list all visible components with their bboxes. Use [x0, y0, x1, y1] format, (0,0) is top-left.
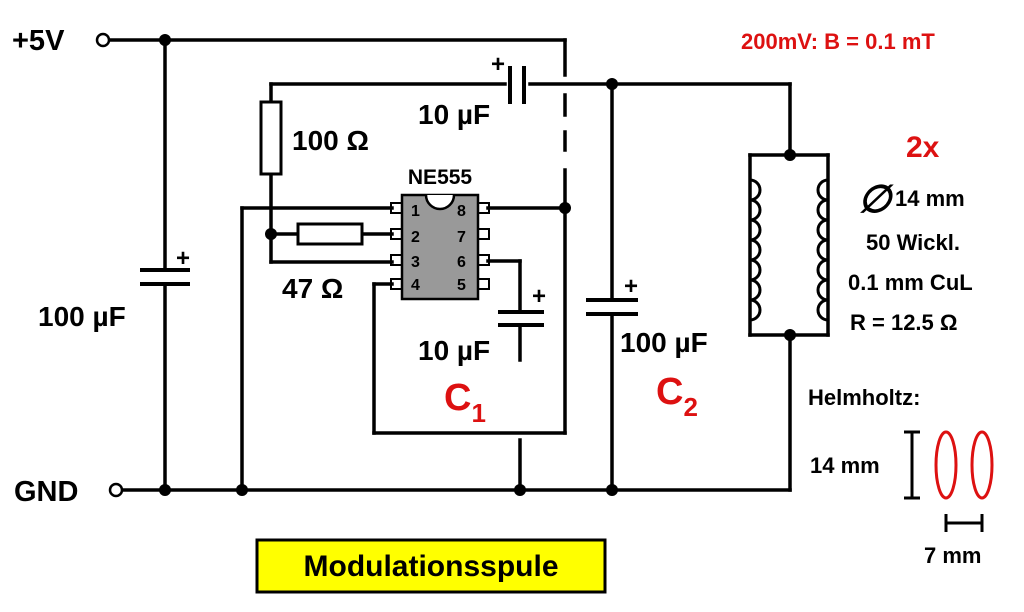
- r1-label: 100 Ω: [292, 125, 369, 156]
- coupling-cap-plus: +: [491, 51, 505, 78]
- supply-cap-label: 100 µF: [38, 301, 126, 332]
- pin-4-label: 4: [411, 277, 420, 294]
- coil-wire: 0.1 mm CuL: [848, 270, 973, 295]
- capacitor-c2: [586, 298, 638, 316]
- c2-name: C2: [656, 371, 698, 422]
- wires: [108, 38, 830, 492]
- c2-letter: C: [656, 371, 683, 413]
- c1-letter: C: [444, 377, 471, 419]
- diameter-symbol: ∅: [858, 179, 894, 221]
- vplus-label: +5V: [12, 25, 65, 57]
- gnd-terminal: [108, 482, 124, 498]
- c2-plus: +: [624, 273, 638, 300]
- title-text: Modulationsspule: [304, 550, 559, 583]
- c1-plus: +: [532, 283, 546, 310]
- scale-note: 200mV: B = 0.1 mT: [741, 29, 935, 54]
- resistor-47-ohm: [296, 222, 364, 246]
- helmholtz-spacing: 7 mm: [924, 543, 981, 568]
- pin-6-label: 6: [457, 254, 466, 271]
- c2-value-label: 100 µF: [620, 327, 708, 358]
- gnd-label: GND: [14, 476, 78, 508]
- pin-2-label: 2: [411, 229, 420, 246]
- r2-label: 47 Ω: [282, 273, 343, 304]
- helmholtz-spacing-bracket: [944, 514, 984, 532]
- supply-cap-plus: +: [176, 245, 190, 272]
- helmholtz-height-bracket: [904, 430, 920, 500]
- pin-3-label: 3: [411, 254, 420, 271]
- coil-count: 2x: [906, 131, 940, 164]
- c1-subscript: 1: [471, 398, 485, 428]
- coupling-cap-label: 10 µF: [418, 99, 490, 130]
- c1-value-label: 10 µF: [418, 335, 490, 366]
- capacitor-c1: [498, 310, 544, 327]
- capacitor-coupling: [508, 66, 526, 104]
- c1-name: C1: [444, 377, 486, 428]
- helmholtz-height: 14 mm: [810, 453, 880, 478]
- capacitor-supply: [140, 268, 190, 286]
- junction-dots: [159, 34, 796, 496]
- pin-1-label: 1: [411, 203, 420, 220]
- pin-5-label: 5: [457, 277, 466, 294]
- pin-7-label: 7: [457, 229, 466, 246]
- coil-windings: 50 Wickl.: [866, 230, 960, 255]
- helmholtz-coil-right: [970, 430, 994, 500]
- coil-resistance: R = 12.5 Ω: [850, 310, 958, 335]
- helmholtz-coil-left: [934, 430, 958, 500]
- coil-right: [816, 178, 829, 322]
- helmholtz-title: Helmholtz:: [808, 385, 920, 410]
- coil-diameter: 14 mm: [895, 186, 965, 211]
- c2-subscript: 2: [683, 392, 697, 422]
- vplus-terminal: [95, 32, 111, 48]
- ne555-chip: [390, 193, 490, 301]
- coil-left: [749, 178, 762, 322]
- resistor-100-ohm: [259, 100, 283, 176]
- title-box: [255, 538, 607, 594]
- pin-8-label: 8: [457, 203, 466, 220]
- ic-name: NE555: [408, 166, 473, 189]
